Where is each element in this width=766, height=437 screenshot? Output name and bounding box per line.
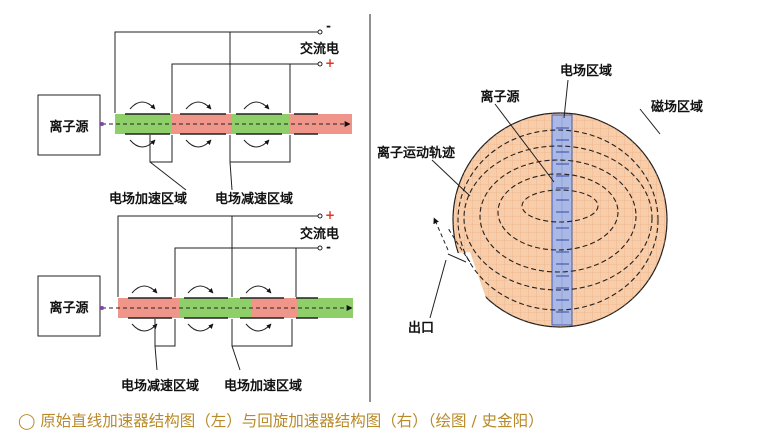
electric-region-label: 电场区域 bbox=[560, 63, 612, 79]
cyclotron-diagram: 电场区域 离子源 磁场区域 离子运动轨迹 出口 bbox=[377, 63, 703, 336]
ion-particle bbox=[100, 122, 104, 126]
exit-path bbox=[447, 227, 471, 263]
polarity-plus: + bbox=[325, 56, 335, 70]
exit-notch bbox=[448, 252, 486, 310]
electrode-plates bbox=[125, 113, 318, 135]
ion-source-label: 离子源 bbox=[49, 119, 88, 135]
trajectory-label: 离子运动轨迹 bbox=[377, 145, 455, 161]
ion-source-box bbox=[37, 275, 101, 337]
exit-edge bbox=[447, 253, 467, 263]
segment-accelerate bbox=[115, 114, 172, 134]
segment-decelerate bbox=[118, 298, 180, 318]
wiring bbox=[114, 31, 318, 191]
figure-caption: ◯ 原始直线加速器结构图（左）与回旋加速器结构图（右）（绘图 / 史金阳） bbox=[18, 412, 544, 430]
polarity-minus: - bbox=[326, 240, 331, 254]
segment-decelerate bbox=[252, 298, 298, 318]
ion-particle bbox=[100, 306, 104, 310]
ac-power-label: 交流电 bbox=[300, 41, 339, 57]
ion-source-box bbox=[37, 94, 101, 156]
magnetic-region-label: 磁场区域 bbox=[651, 99, 703, 115]
linear-accelerator-bottom: 离子源 bbox=[37, 208, 353, 394]
polarity-plus: + bbox=[325, 208, 335, 222]
segment-accelerate bbox=[232, 114, 290, 134]
ion-trajectory-spiral bbox=[457, 129, 659, 311]
strip-field-arrows bbox=[556, 127, 569, 313]
ion-source-label: 离子源 bbox=[480, 89, 519, 105]
electrode-plates bbox=[128, 297, 318, 319]
region-label-decelerate: 电场减速区域 bbox=[215, 191, 293, 207]
polarity-minus: - bbox=[326, 19, 331, 33]
terminal bbox=[317, 61, 323, 67]
terminal bbox=[317, 213, 323, 219]
terminal bbox=[317, 29, 323, 35]
region-label-accelerate: 电场加速区域 bbox=[224, 378, 302, 394]
linear-accelerator-top: 离子源 bbox=[37, 19, 352, 207]
segment-accelerate bbox=[298, 298, 353, 318]
leader-lines bbox=[429, 79, 661, 319]
region-label-decelerate: 电场减速区域 bbox=[121, 378, 199, 394]
exit-label: 出口 bbox=[408, 320, 434, 336]
terminal bbox=[317, 245, 323, 251]
field-curl-arrows bbox=[129, 101, 270, 148]
ion-source-label: 离子源 bbox=[49, 300, 88, 316]
ac-power-label: 交流电 bbox=[300, 226, 339, 242]
exit-arrow bbox=[433, 217, 449, 251]
wiring bbox=[117, 215, 318, 371]
region-label-accelerate: 电场加速区域 bbox=[109, 191, 187, 207]
